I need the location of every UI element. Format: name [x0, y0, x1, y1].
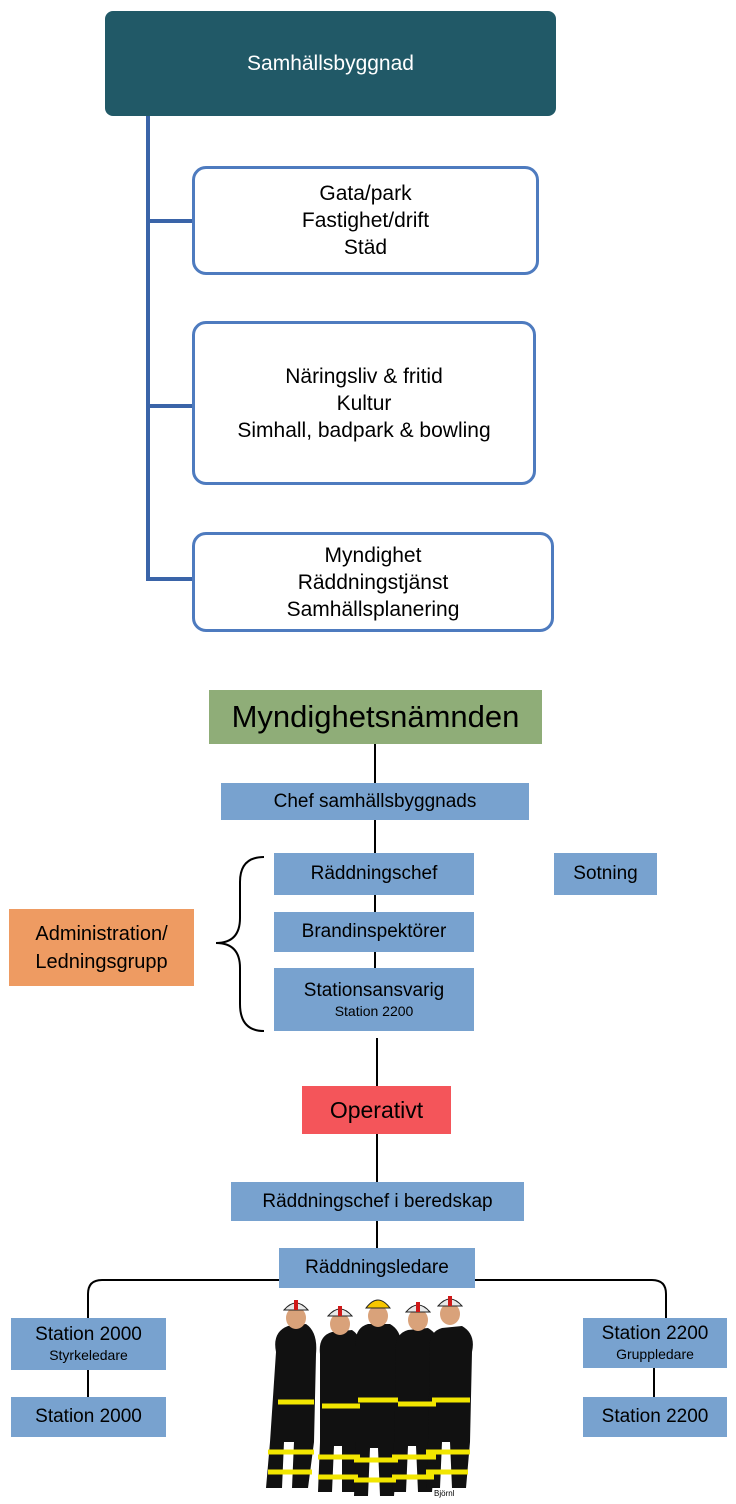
org-unit-box: Myndighet Räddningstjänst Samhällsplaner… [192, 532, 554, 632]
fire-inspectors-box: Brandinspektörer [274, 912, 474, 952]
org-unit-line: Näringsliv & fritid [285, 364, 443, 388]
operative-title: Operativt [329, 1096, 424, 1123]
org-spine [146, 116, 194, 581]
firefighters-illustration: Björnl [266, 1296, 473, 1498]
authority-title: Myndighetsnämnden [231, 699, 520, 734]
on-call-box: Räddningschef i beredskap [231, 1182, 524, 1221]
station-manager-station: Station 2200 [334, 1002, 414, 1019]
on-call-label: Räddningschef i beredskap [262, 1190, 493, 1212]
org-unit-line: Samhällsplanering [286, 597, 460, 621]
authority-lines [215, 744, 376, 1032]
org-root-label: Samhällsbyggnad [247, 51, 414, 75]
org-unit-line: Räddningstjänst [297, 570, 449, 594]
org-unit-line: Simhall, badpark & bowling [237, 418, 491, 442]
right-lead-label: Station 2200 [601, 1323, 709, 1344]
admin-box: Administration/ Ledningsgrupp [9, 909, 194, 986]
org-unit-box: Näringsliv & fritid Kultur Simhall, badp… [192, 321, 536, 485]
org-root-box: Samhällsbyggnad [105, 11, 556, 116]
station-manager-box: Stationsansvarig Station 2200 [274, 968, 474, 1031]
org-unit-box: Gata/park Fastighet/drift Städ [192, 166, 539, 275]
left-unit-label: Station 2000 [35, 1406, 142, 1427]
left-lead-role: Styrkeledare [49, 1347, 128, 1363]
right-lead-role: Gruppledare [616, 1346, 694, 1362]
org-unit-line: Gata/park [319, 182, 412, 205]
left-unit-box: Station 2000 [11, 1397, 166, 1437]
org-unit-line: Städ [343, 236, 388, 259]
right-unit-label: Station 2200 [601, 1406, 709, 1427]
right-lead-box: Station 2200 Gruppledare [583, 1318, 727, 1368]
org-unit-line: Fastighet/drift [301, 209, 430, 232]
left-lead-label: Station 2000 [35, 1324, 142, 1345]
right-unit-box: Station 2200 [583, 1397, 727, 1437]
org-unit-line: Kultur [336, 391, 392, 415]
rescue-chief-box: Räddningschef [274, 853, 474, 895]
authority-title-box: Myndighetsnämnden [209, 690, 542, 744]
admin-label-line1: Administration/ [35, 922, 168, 945]
chief-label: Chef samhällsbyggnads [273, 790, 477, 812]
org-unit-line: Myndighet [324, 543, 422, 567]
chimney-label: Sotning [573, 863, 638, 884]
left-lead-box: Station 2000 Styrkeledare [11, 1318, 166, 1370]
illustration-credit: Björnl [434, 1489, 455, 1498]
operative-title-box: Operativt [302, 1086, 451, 1134]
firefighter-figure [266, 1296, 473, 1496]
fire-inspectors-label: Brandinspektörer [301, 921, 447, 942]
incident-commander-box: Räddningsledare [279, 1248, 475, 1288]
admin-label-line2: Ledningsgrupp [35, 950, 168, 973]
station-manager-label: Stationsansvarig [303, 979, 445, 1001]
incident-commander-label: Räddningsledare [305, 1257, 449, 1278]
chimney-box: Sotning [554, 853, 657, 895]
chief-box: Chef samhällsbyggnads [221, 783, 529, 820]
rescue-chief-label: Räddningschef [310, 863, 438, 884]
